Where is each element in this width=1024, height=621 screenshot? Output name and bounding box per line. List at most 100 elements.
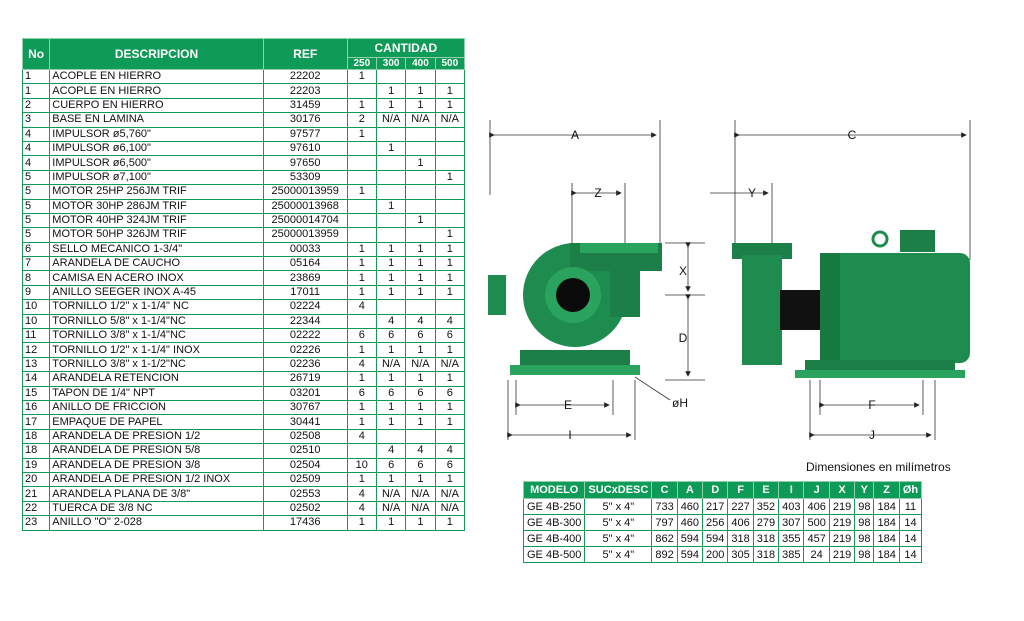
part-ref-cell: 23869 <box>262 270 348 286</box>
part-no-cell: 5 <box>21 212 51 229</box>
part-ref-cell: 26719 <box>262 371 348 387</box>
part-quantity-cell: 1 <box>346 68 377 85</box>
part-no-cell: 1 <box>21 83 51 99</box>
part-quantity-cell: 4 <box>346 299 377 315</box>
dimension-cell: 385 <box>778 546 805 563</box>
part-description-cell: SELLO MECANICO 1-3/4" <box>49 241 264 258</box>
dimension-header-cell: A <box>676 481 704 499</box>
part-ref-cell: 02236 <box>262 356 348 373</box>
dimension-cell: 217 <box>702 498 729 515</box>
dimension-cell: 500 <box>803 514 830 531</box>
part-no-cell: 21 <box>21 486 51 502</box>
part-ref-cell: 97650 <box>262 155 348 171</box>
part-quantity-cell: 1 <box>346 241 377 258</box>
part-quantity-cell: 1 <box>405 212 436 229</box>
part-quantity-cell <box>346 212 377 229</box>
part-no-cell: 10 <box>21 313 51 330</box>
part-no-cell: 5 <box>21 227 51 243</box>
part-quantity-cell: 4 <box>346 356 377 373</box>
part-description-cell: ARANDELA PLANA DE 3/8" <box>49 486 264 502</box>
part-no-cell: 5 <box>21 184 51 200</box>
part-quantity-cell <box>434 198 466 214</box>
part-quantity-cell: 1 <box>405 97 436 114</box>
dimension-cell: 594 <box>676 546 704 563</box>
part-description-cell: TAPON DE 1/4" NPT <box>49 385 264 401</box>
label-y: Y <box>748 186 756 200</box>
part-description-cell: TORNILLO 3/8" x 1-1/4"NC <box>49 328 264 344</box>
dimension-header-cell: Øh <box>898 481 923 499</box>
pump-front-view <box>488 243 662 375</box>
part-description-cell: ARANDELA DE PRESION 3/8 <box>49 457 264 473</box>
part-quantity-cell: 1 <box>434 169 466 186</box>
part-description-cell: ARANDELA DE PRESION 1/2 INOX <box>49 471 264 488</box>
part-quantity-cell: 1 <box>405 515 436 531</box>
dimension-header-cell: Y <box>854 481 875 499</box>
part-quantity-cell <box>375 169 407 186</box>
dimension-cell: 98 <box>854 498 875 515</box>
part-ref-cell: 30176 <box>262 112 348 128</box>
dimension-header-cell: D <box>702 481 729 499</box>
part-quantity-cell <box>434 126 466 142</box>
dimension-cell: 184 <box>873 546 900 563</box>
part-quantity-cell: 1 <box>375 371 407 387</box>
part-quantity-cell: 1 <box>405 399 436 416</box>
part-quantity-cell: 1 <box>375 140 407 157</box>
part-quantity-cell <box>375 428 407 445</box>
dimension-cell: 862 <box>651 530 678 547</box>
dimension-cell: GE 4B-300 <box>522 514 586 531</box>
label-i: I <box>568 428 571 442</box>
part-quantity-cell: 1 <box>405 284 436 301</box>
part-quantity-cell: 1 <box>346 399 377 416</box>
part-quantity-cell: 6 <box>434 328 466 344</box>
dimension-labels: A C Z Y X D E I F J øH <box>564 128 876 442</box>
part-quantity-cell <box>346 155 377 171</box>
part-no-cell: 18 <box>21 443 51 459</box>
label-e: E <box>564 398 572 412</box>
dimension-cell: 318 <box>752 546 780 563</box>
part-quantity-cell <box>346 198 377 214</box>
part-quantity-cell: 6 <box>375 328 407 344</box>
part-description-cell: MOTOR 50HP 326JM TRIF <box>49 227 264 243</box>
part-description-cell: BASE EN LAMINA <box>49 112 264 128</box>
part-description-cell: ARANDELA DE CAUCHO <box>49 256 264 272</box>
part-no-cell: 3 <box>21 112 51 128</box>
part-description-cell: TORNILLO 5/8" x 1-1/4"NC <box>49 313 264 330</box>
dimension-cell: 305 <box>727 546 754 563</box>
part-description-cell: CUERPO EN HIERRO <box>49 97 264 114</box>
part-quantity-cell: 1 <box>375 270 407 286</box>
part-quantity-cell: 1 <box>346 270 377 286</box>
dimension-cell: 5" x 4" <box>584 498 653 515</box>
model-header-500: 500 <box>434 57 466 70</box>
dimension-header-cell: MODELO <box>522 481 586 499</box>
label-f: F <box>868 398 875 412</box>
part-ref-cell: 25000014704 <box>262 212 348 229</box>
part-quantity-cell <box>375 227 407 243</box>
part-quantity-cell: N/A <box>405 356 436 373</box>
part-quantity-cell <box>434 155 466 171</box>
part-quantity-cell: 1 <box>375 97 407 114</box>
dimension-header-cell: SUCxDESC <box>584 481 653 499</box>
part-quantity-cell: 1 <box>346 471 377 488</box>
part-quantity-cell <box>405 184 436 200</box>
part-quantity-cell: 4 <box>375 443 407 459</box>
